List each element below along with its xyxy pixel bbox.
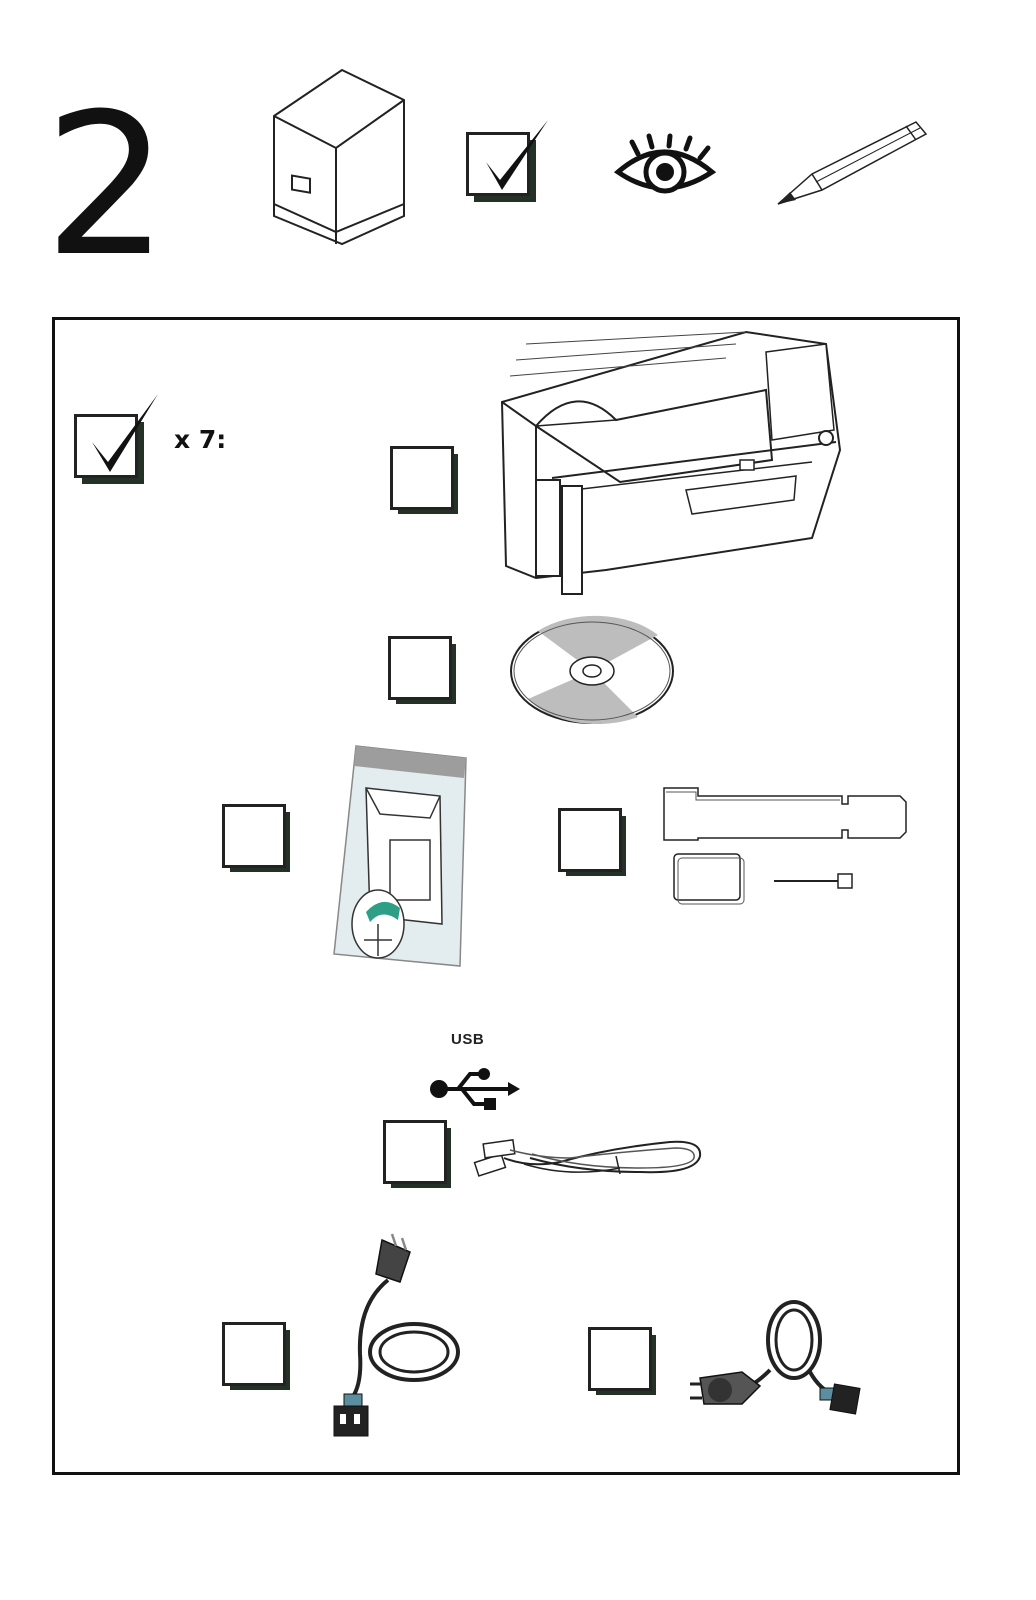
- cleaning-kit-icon: [662, 784, 910, 906]
- eye-icon: [614, 136, 716, 200]
- checkbox-cd[interactable]: [388, 636, 452, 700]
- pencil-icon: [776, 118, 928, 208]
- checkbox-usb-cable[interactable]: [383, 1120, 447, 1184]
- usb-label: USB: [451, 1031, 484, 1048]
- printer-icon: [496, 330, 848, 596]
- checkbox-power-cord-1[interactable]: [222, 1322, 286, 1386]
- checklist-header-check-icon: [74, 394, 164, 488]
- box-icon: [272, 68, 406, 246]
- checkbox-ribbon[interactable]: [222, 804, 286, 868]
- power-cord-eu-icon: [690, 1300, 862, 1418]
- power-cord-us-icon: [318, 1234, 468, 1440]
- checkbox-printer[interactable]: [390, 446, 454, 510]
- checkbox-cleaning-kit[interactable]: [558, 808, 622, 872]
- usb-cable-icon: [470, 1128, 708, 1188]
- checkbox-power-cord-2[interactable]: [588, 1327, 652, 1391]
- item-count: x 7:: [174, 425, 226, 454]
- checkmark-icon: [466, 118, 556, 210]
- step-number: 2: [44, 88, 169, 284]
- usb-symbol-icon: [428, 1066, 520, 1112]
- ribbon-cartridge-icon: [330, 744, 472, 970]
- cd-icon: [508, 617, 678, 725]
